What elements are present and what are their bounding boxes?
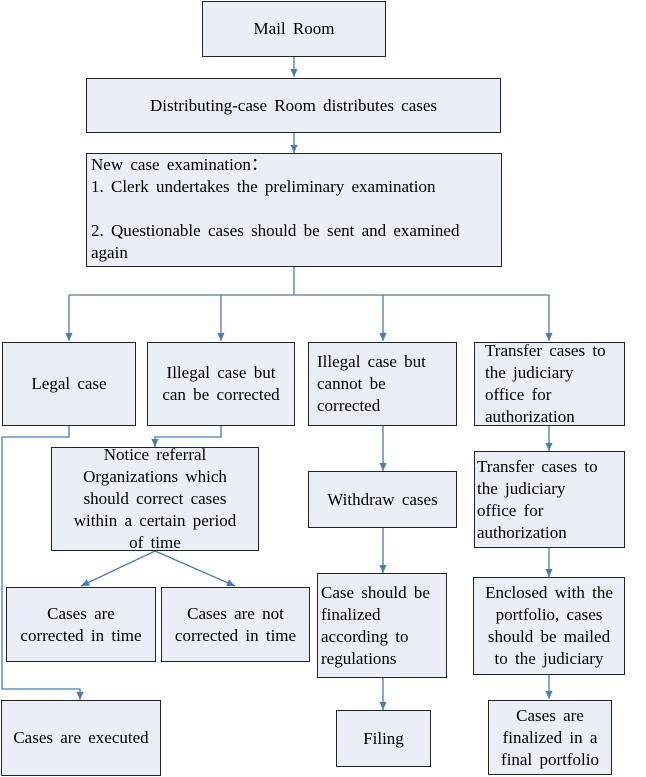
- legal-case-label: Legal case: [31, 374, 107, 393]
- illegal-correctable-label: Illegal case but can be corrected: [162, 363, 280, 404]
- enclosed-portfolio-label: Enclosed with the portfolio, cases shoul…: [485, 583, 613, 668]
- distributing-label: Distributing-case Room distributes cases: [149, 95, 438, 115]
- case-examination-node: New case examination： 1. Clerk undertake…: [86, 153, 502, 267]
- cases-executed-node: Cases are executed: [1, 700, 161, 776]
- corrected-in-time-node: Cases are corrected in time: [6, 587, 156, 662]
- cases-executed-label: Cases are executed: [13, 728, 149, 747]
- finalized-regulations-label: Case should be finalized according to re…: [321, 582, 430, 668]
- mail-room-label: Mail Room: [253, 19, 335, 38]
- corrected-in-time-label: Cases are corrected in time: [20, 603, 142, 645]
- not-corrected-in-time-node: Cases are not corrected in time: [161, 587, 310, 662]
- illegal-correctable-node: Illegal case but can be corrected: [147, 342, 295, 426]
- legal-case-node: Legal case: [2, 342, 136, 426]
- filing-label: Filing: [363, 728, 404, 748]
- arrow-correctable-to-notice: [151, 426, 222, 447]
- transfer-cases-label-1: Transfer cases to the judiciary office f…: [485, 341, 606, 426]
- illegal-not-correctable-node: Illegal case but cannot be corrected: [308, 342, 457, 426]
- not-corrected-in-time-label: Cases are not corrected in time: [174, 603, 297, 645]
- transfer-cases-node-1: Transfer cases to the judiciary office f…: [474, 341, 625, 426]
- transfer-cases-label-2: Transfer cases to the judiciary office f…: [477, 456, 598, 542]
- filing-node: Filing: [336, 710, 431, 767]
- exam-item-1: 1. Clerk undertakes the preliminary exam…: [91, 177, 436, 196]
- final-portfolio-node: Cases are finalized in a final portfolio: [488, 700, 612, 775]
- finalized-regulations-node: Case should be finalized according to re…: [317, 573, 447, 678]
- arrow-notice-to-corrected: [80, 550, 156, 587]
- withdraw-cases-node: Withdraw cases: [308, 471, 457, 528]
- transfer-cases-node-2: Transfer cases to the judiciary office f…: [474, 451, 625, 548]
- mail-room-node: Mail Room: [202, 1, 386, 57]
- illegal-not-correctable-label: Illegal case but cannot be corrected: [317, 352, 426, 415]
- connector-legal-to-executed: [1, 426, 84, 700]
- final-portfolio-label: Cases are finalized in a final portfolio: [501, 705, 599, 769]
- withdraw-cases-label: Withdraw cases: [327, 489, 438, 509]
- enclosed-portfolio-node: Enclosed with the portfolio, cases shoul…: [473, 577, 625, 675]
- arrow-notice-to-not-corrected: [154, 550, 236, 587]
- exam-title: New case examination：: [91, 155, 268, 174]
- distributing-node: Distributing-case Room distributes cases: [86, 78, 501, 133]
- notice-referral-label: Notice referral Organizations which shou…: [73, 445, 237, 552]
- exam-item-2: 2. Questionable cases should be sent and…: [91, 221, 460, 262]
- notice-referral-node: Notice referral Organizations which shou…: [51, 445, 259, 552]
